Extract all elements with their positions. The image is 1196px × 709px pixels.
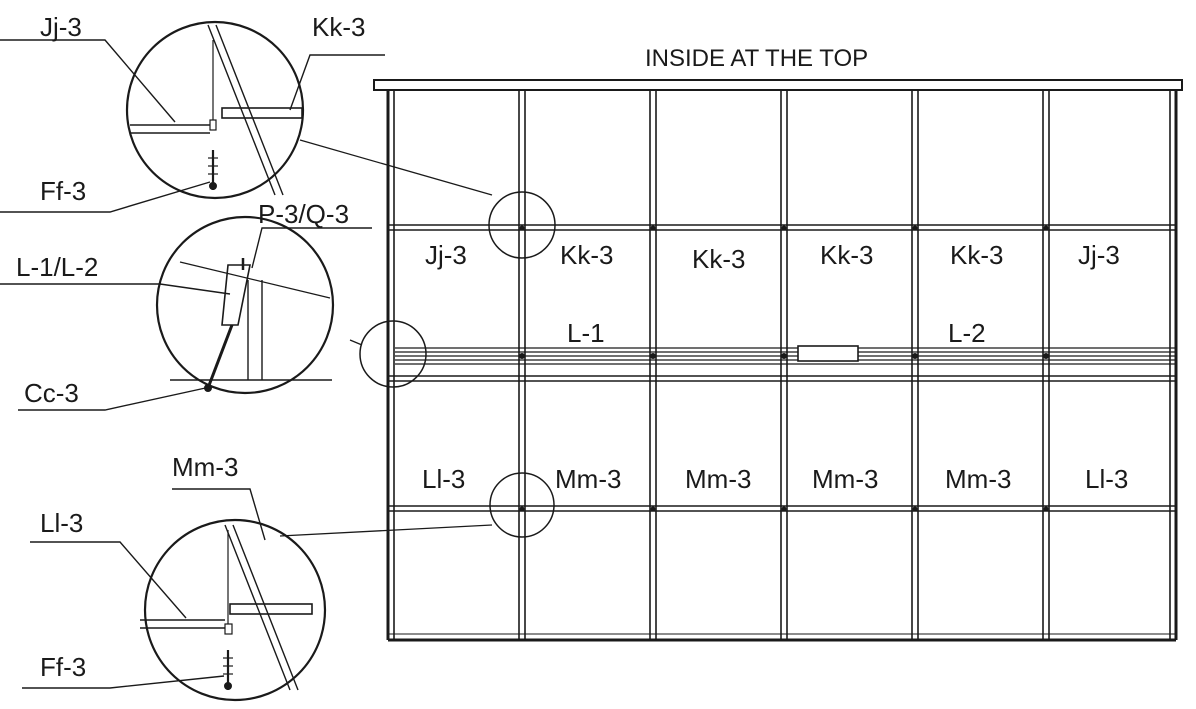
diagram-title: INSIDE AT THE TOP	[645, 45, 868, 72]
upper-row-labels: Jj-3 Kk-3 Kk-3 Kk-3 Kk-3 Jj-3	[425, 240, 1120, 274]
ref-circle-bottom	[489, 472, 555, 538]
ref-circle-top	[488, 191, 556, 259]
top-cap-bar	[373, 79, 1183, 91]
greenhouse-frame	[373, 79, 1183, 642]
panel-label: Jj-3	[425, 240, 467, 270]
panel-label: Kk-3	[950, 240, 1003, 270]
panel-label: Ll-3	[1085, 464, 1128, 494]
rail-joint-plate	[797, 345, 859, 362]
callout-label-jj3: Jj-3	[40, 12, 82, 42]
detail-callout-bottom	[22, 488, 327, 702]
callout-label-kk3: Kk-3	[312, 12, 365, 42]
detail-callout-top	[0, 20, 385, 213]
lower-row-labels: Ll-3 Mm-3 Mm-3 Mm-3 Mm-3 Ll-3	[422, 464, 1128, 494]
connector-lines	[279, 139, 493, 537]
callout-label-p3-q3: P-3/Q-3	[258, 199, 349, 229]
rail-label-l1: L-1	[567, 318, 605, 348]
callout-label-ff3-bottom: Ff-3	[40, 652, 86, 682]
panel-label: Ll-3	[422, 464, 465, 494]
callout-label-l1-l2: L-1/L-2	[16, 252, 98, 282]
callout-label-mm3: Mm-3	[172, 452, 238, 482]
panel-label: Mm-3	[555, 464, 621, 494]
panel-label: Kk-3	[820, 240, 873, 270]
panel-label: Mm-3	[812, 464, 878, 494]
callout-label-ff3-top: Ff-3	[40, 176, 86, 206]
vertical-posts	[393, 90, 1171, 640]
panel-label: Jj-3	[1078, 240, 1120, 270]
panel-label: Mm-3	[945, 464, 1011, 494]
detail-callout-middle	[0, 215, 372, 411]
horizontal-rails	[388, 224, 1176, 512]
ref-circle-mid	[359, 320, 427, 388]
rail-label-l2: L-2	[948, 318, 986, 348]
callout-label-cc3: Cc-3	[24, 378, 79, 408]
panel-label: Mm-3	[685, 464, 751, 494]
panel-label: Kk-3	[560, 240, 613, 270]
panel-label: Kk-3	[692, 244, 745, 274]
callout-label-ll3: Ll-3	[40, 508, 83, 538]
